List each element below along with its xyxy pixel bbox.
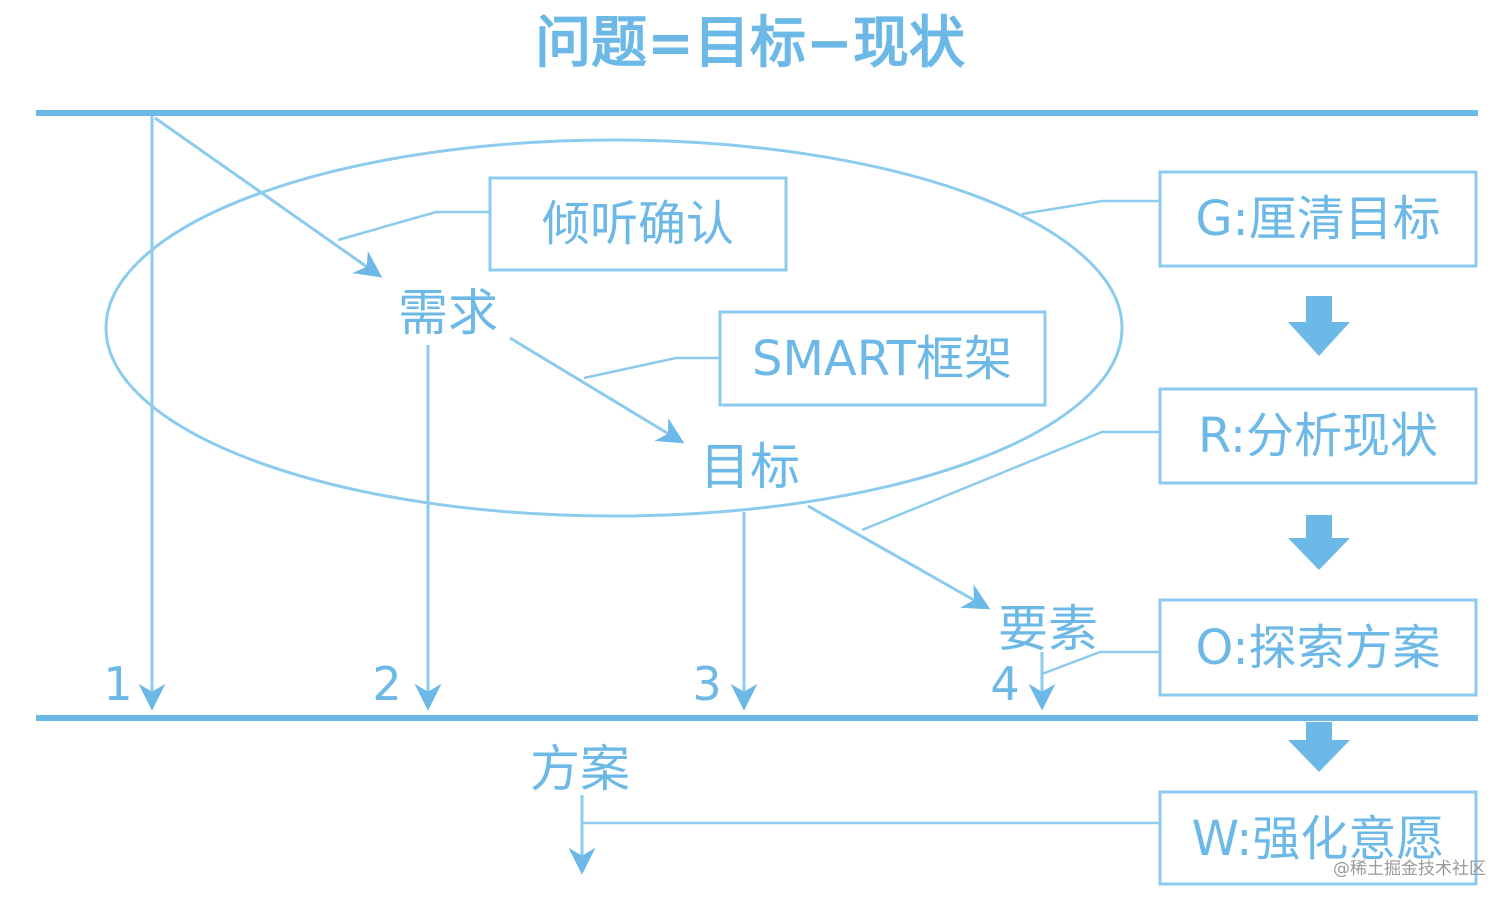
listen-label: 倾听确认 [542, 196, 734, 252]
connector-listen [337, 210, 490, 242]
step-w-box [1158, 790, 1478, 886]
connector-smart [583, 356, 720, 380]
down-arrow-icon [1288, 296, 1350, 356]
listen-box [488, 176, 788, 272]
node-need: 需求 [398, 284, 498, 342]
down-arrow-icon [1288, 515, 1350, 570]
down-arrow-icon [1288, 722, 1350, 772]
connector-g [1021, 199, 1160, 216]
step-w-label: W:强化意愿 [1192, 811, 1445, 867]
step-r-label: R:分析现状 [1198, 408, 1438, 464]
connector-o [1041, 650, 1160, 676]
step-o-box [1158, 598, 1478, 697]
connector-r [861, 430, 1160, 532]
smart-box [718, 310, 1047, 407]
path-number-2: 2 [372, 657, 401, 711]
node-goal: 目标 [700, 438, 800, 496]
step-g-label: G:厘清目标 [1195, 191, 1440, 247]
path-number-4: 4 [990, 657, 1019, 711]
arrow-to-need [154, 116, 383, 278]
node-plan: 方案 [530, 740, 630, 798]
step-r-box [1158, 387, 1478, 485]
path-number-1: 1 [103, 657, 132, 711]
node-elements: 要素 [998, 600, 1098, 658]
watermark: @稀土掘金技术社区 [1333, 859, 1486, 879]
step-o-label: O:探索方案 [1195, 620, 1440, 676]
diagram-title: 问题=目标−现状 [535, 11, 966, 76]
path-number-3: 3 [692, 657, 721, 711]
arrow-goal-to-elements [807, 504, 991, 610]
smart-label: SMART框架 [752, 331, 1012, 387]
arrow-need-to-goal [509, 336, 685, 444]
needs-goal-ellipse [104, 138, 1124, 518]
step-g-box [1158, 170, 1478, 268]
